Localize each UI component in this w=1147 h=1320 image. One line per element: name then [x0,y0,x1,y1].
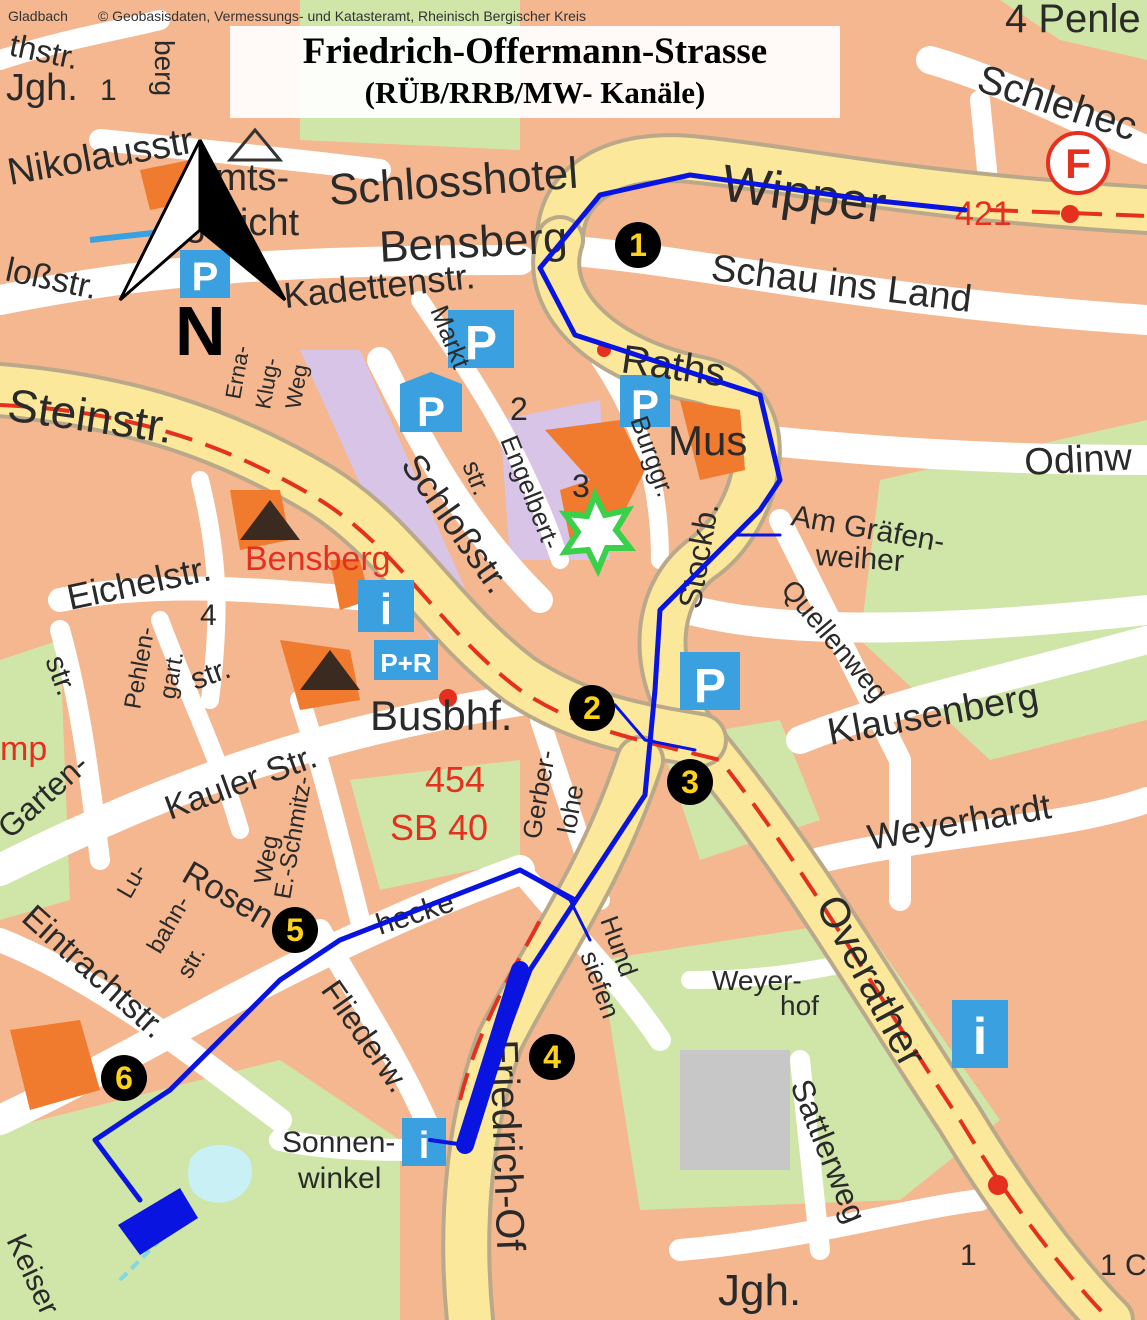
label-sonnen-1: Sonnen- [282,1126,395,1159]
parking-icon: P [620,375,670,428]
minor-roads [0,10,1147,1261]
label-bus-sb40: SB 40 [390,807,488,848]
label-busbhf: Busbhf. [370,692,512,739]
label-num-1c: 1 C [1100,1249,1147,1282]
label-jgh-bottom: Jgh. [718,1266,801,1315]
svg-text:P+R: P+R [380,648,432,678]
bus-line [0,208,1147,1320]
svg-text:P: P [192,255,219,299]
label-berg: berg [149,40,180,96]
fire-station-icon: F [1046,131,1110,195]
label-odinw: Odinw [1023,436,1133,484]
label-route-421: 421 [955,195,1012,233]
svg-text:1: 1 [629,227,647,263]
svg-text:P: P [631,381,659,428]
svg-text:i: i [380,585,392,634]
sewer-route [92,172,968,1203]
bus-stops [439,205,1079,1195]
label-mus: Mus [668,417,747,464]
label-num-1-top: 1 [100,74,117,107]
svg-text:P: P [694,660,726,713]
label-weyerhof-1: Weyer- [712,965,802,996]
attribution-right: © Geobasisdaten, Vermessungs- und Katast… [97,8,587,24]
info-icon: i [358,580,414,634]
info-icon: i [952,1000,1008,1068]
label-weyerhof-2: hof [780,990,819,1021]
parking-icon: P [680,652,740,713]
map-title: Friedrich-Offermann-Strasse [302,31,768,72]
label-num-4: 4 [200,599,217,632]
north-arrow-icon: N [118,139,287,370]
marker-4: 4 [529,1034,575,1080]
svg-text:6: 6 [115,1060,133,1096]
label-num-2: 2 [510,391,528,427]
parking-icon: P [400,372,462,435]
label-num-3: 3 [572,468,590,504]
svg-text:i: i [973,1008,987,1066]
label-sonnen-2: winkel [297,1162,381,1195]
label-weiher: weiher [814,539,905,578]
retention-basin [118,1188,198,1255]
svg-text:i: i [419,1125,430,1167]
label-num-1-bottom: 1 [960,1239,977,1272]
label-bus-454: 454 [425,759,485,800]
marker-3: 3 [667,759,713,805]
label-penle: 4 Penle [1005,0,1141,41]
svg-text:P: P [465,317,497,370]
svg-text:4: 4 [543,1039,561,1075]
label-bensberg-top: Bensberg [378,213,569,272]
parking-symbols: P P P P P P+R i i [180,131,1110,1167]
map-attribution: Gladbach © Geobasisdaten, Vermessungs- un… [8,8,616,24]
marker-2: 2 [569,685,615,731]
map-subtitle: (RÜB/RRB/MW- Kanäle) [364,75,706,110]
park-ride-icon: P+R [374,640,438,680]
parking-icon: P [448,310,514,370]
attribution-left: Gladbach [8,8,68,24]
parking-icon: P [180,250,230,299]
marker-5: 5 [272,907,318,953]
route-markers: 1 2 3 4 5 6 [101,222,713,1101]
map-title-box: Friedrich-Offermann-Strasse (RÜB/RRB/MW-… [230,26,840,118]
label-bensberg-red: Bensberg [245,540,391,578]
svg-text:2: 2 [583,690,601,726]
monument-symbols [226,127,360,690]
label-mp: mp [0,730,47,768]
pond [188,1145,252,1203]
svg-text:P: P [417,388,445,435]
svg-text:F: F [1065,140,1091,187]
marker-6: 6 [101,1055,147,1101]
castle-star [558,487,637,578]
svg-text:5: 5 [286,912,304,948]
marker-1: 1 [615,222,661,268]
label-jgh-top: Jgh. [6,67,78,109]
svg-text:3: 3 [681,764,699,800]
north-label: N [175,292,226,370]
